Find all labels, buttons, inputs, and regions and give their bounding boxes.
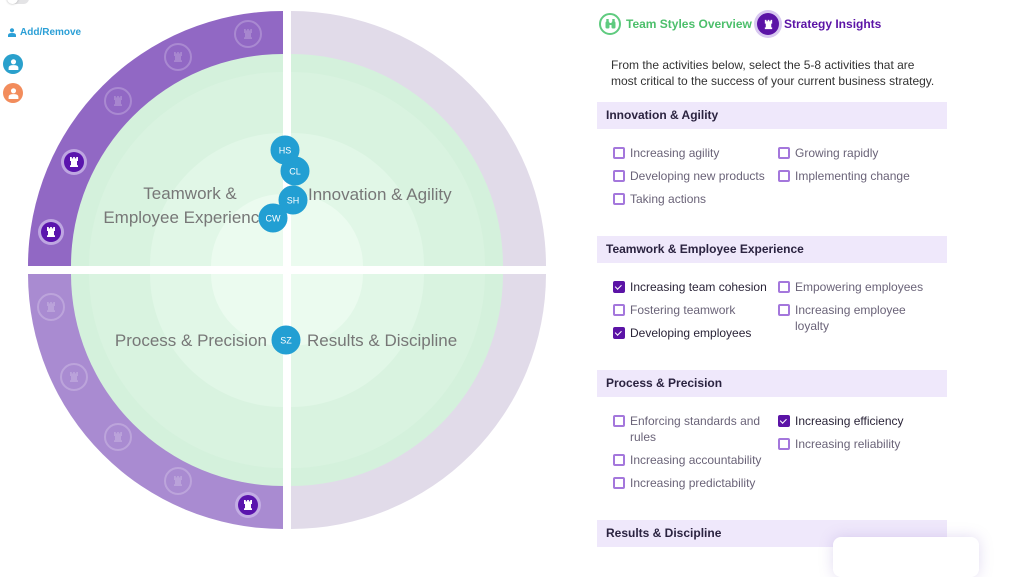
rook-marker[interactable]: [235, 492, 261, 518]
rook-marker[interactable]: [164, 43, 192, 71]
instructions-text: From the activities below, select the 5-…: [611, 58, 935, 88]
rook-icon: [70, 157, 78, 167]
rook-marker[interactable]: [234, 20, 262, 48]
floating-widget-card[interactable]: [833, 537, 979, 577]
checkbox-developing-new-products[interactable]: Developing new products: [613, 168, 772, 184]
checkbox-developing-employees[interactable]: Developing employees: [613, 325, 772, 341]
team-member-avatar-orange[interactable]: [3, 83, 23, 103]
checkbox-increasing-reliability[interactable]: Increasing reliability: [778, 436, 925, 452]
svg-text:SH: SH: [287, 196, 300, 206]
user-icon: [8, 87, 18, 99]
checkbox-taking-actions[interactable]: Taking actions: [613, 191, 772, 207]
member-bubble-sz[interactable]: SZ: [271, 325, 301, 355]
svg-text:CL: CL: [289, 167, 301, 177]
checkbox-box[interactable]: [613, 327, 625, 339]
rook-icon: [114, 96, 122, 106]
quadrant-innovation[interactable]: [291, 11, 546, 266]
tab-team-styles-overview[interactable]: Team Styles Overview: [599, 13, 752, 35]
checkbox-box[interactable]: [778, 147, 790, 159]
user-icon: [8, 58, 18, 70]
svg-text:CW: CW: [266, 214, 281, 224]
checkbox-increasing-team-cohesion[interactable]: Increasing team cohesion: [613, 279, 772, 295]
rook-icon: [244, 29, 252, 39]
rook-marker[interactable]: [38, 219, 64, 245]
rook-marker[interactable]: [60, 363, 88, 391]
quadrant-label-results: Results & Discipline: [307, 331, 457, 350]
checkbox-empowering-employees[interactable]: Empowering employees: [778, 279, 925, 295]
checkbox-implementing-change[interactable]: Implementing change: [778, 168, 925, 184]
team-member-avatar-blue[interactable]: [3, 54, 23, 74]
member-bubble-cl[interactable]: CL: [280, 156, 310, 186]
rook-icon: [70, 372, 78, 382]
checkbox-box[interactable]: [778, 281, 790, 293]
add-remove-button[interactable]: Add/Remove: [8, 27, 81, 38]
checkbox-box[interactable]: [613, 477, 625, 489]
checkbox-box[interactable]: [778, 438, 790, 450]
rook-icon: [174, 52, 182, 62]
checkbox-box[interactable]: [613, 147, 625, 159]
quadrant-label-innovation: Innovation & Agility: [308, 185, 452, 204]
checkbox-increasing-predictability[interactable]: Increasing predictability: [613, 475, 772, 491]
checkbox-increasing-agility[interactable]: Increasing agility: [613, 145, 772, 161]
quadrant-label-process: Process & Precision: [115, 331, 267, 350]
section-header-innovation: Innovation & Agility: [597, 102, 947, 129]
checkbox-box[interactable]: [613, 281, 625, 293]
rook-icon: [114, 432, 122, 442]
masters-toggle[interactable]: [7, 0, 29, 4]
checkbox-enforcing-standards[interactable]: Enforcing standards and rules: [613, 413, 772, 445]
quadrant-process[interactable]: [28, 274, 283, 529]
checkbox-increasing-accountability[interactable]: Increasing accountability: [613, 452, 772, 468]
binoculars-icon: [599, 13, 621, 35]
checkbox-growing-rapidly[interactable]: Growing rapidly: [778, 145, 925, 161]
rook-icon: [47, 302, 55, 312]
section-header-process: Process & Precision: [597, 370, 947, 397]
checkbox-box[interactable]: [778, 415, 790, 427]
rook-icon: [174, 476, 182, 486]
tab-strategy-insights[interactable]: Strategy Insights: [757, 13, 881, 35]
strategy-quadrant-chart: Teamwork & Employee Experience Innovatio…: [28, 11, 546, 529]
rook-marker[interactable]: [164, 467, 192, 495]
checkbox-box[interactable]: [778, 170, 790, 182]
checkbox-box[interactable]: [613, 415, 625, 427]
member-bubble-sh[interactable]: SH: [278, 185, 308, 215]
checkbox-increasing-efficiency[interactable]: Increasing efficiency: [778, 413, 925, 429]
svg-text:HS: HS: [279, 146, 292, 156]
checkbox-box[interactable]: [613, 193, 625, 205]
rook-marker[interactable]: [104, 87, 132, 115]
quadrant-teamwork[interactable]: [28, 11, 283, 266]
rook-icon: [47, 227, 55, 237]
user-icon: [8, 28, 16, 37]
tab-label: Strategy Insights: [784, 17, 882, 31]
quadrant-label-teamwork-line1: Teamwork &: [143, 184, 237, 203]
section-header-teamwork: Teamwork & Employee Experience: [597, 236, 947, 263]
checkbox-box[interactable]: [778, 304, 790, 316]
rook-marker[interactable]: [104, 423, 132, 451]
checkbox-box[interactable]: [613, 454, 625, 466]
rook-marker[interactable]: [61, 149, 87, 175]
quadrant-results[interactable]: [291, 274, 546, 529]
checkbox-increasing-employee-loyalty[interactable]: Increasing employee loyalty: [778, 302, 925, 334]
tab-label: Team Styles Overview: [626, 17, 752, 31]
rook-icon: [244, 500, 252, 510]
rook-marker[interactable]: [37, 293, 65, 321]
toggle-knob: [7, 0, 18, 4]
checkbox-fostering-teamwork[interactable]: Fostering teamwork: [613, 302, 772, 318]
svg-text:SZ: SZ: [280, 336, 292, 346]
toggle-label: For All Masters: [35, 0, 107, 2]
rook-icon: [757, 13, 779, 35]
quadrant-label-teamwork-line2: Employee Experience: [103, 208, 268, 227]
member-bubble-cw[interactable]: CW: [258, 203, 288, 233]
checkbox-box[interactable]: [613, 304, 625, 316]
add-remove-label: Add/Remove: [20, 27, 82, 38]
checkbox-box[interactable]: [613, 170, 625, 182]
